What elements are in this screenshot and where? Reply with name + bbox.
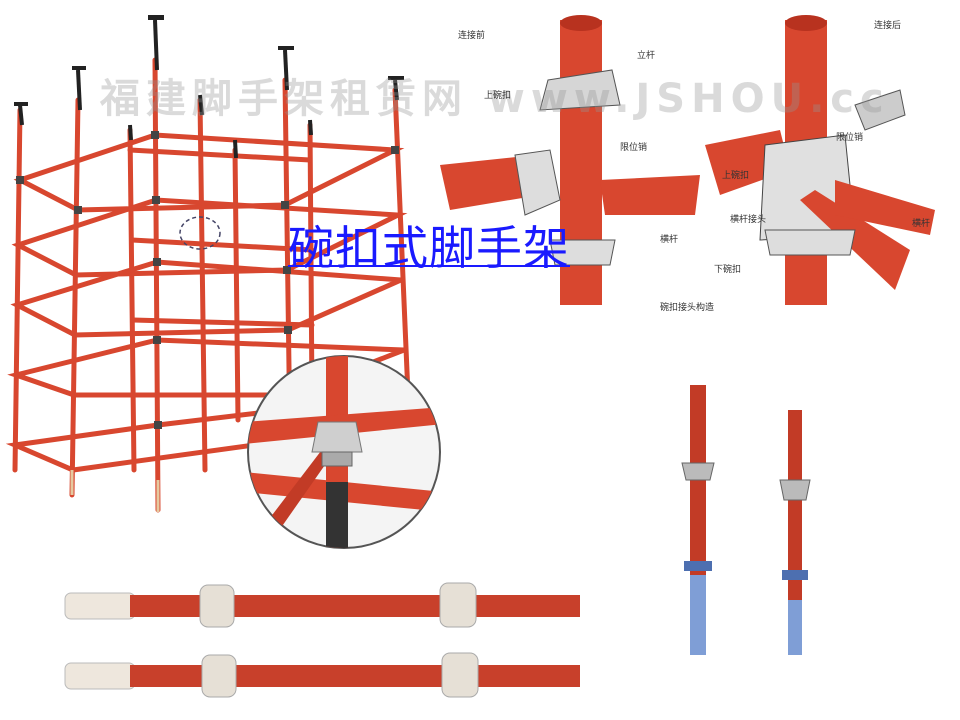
slide-title: 碗扣式脚手架 — [288, 221, 570, 275]
connection-after-diagram — [705, 15, 935, 305]
connection-before-diagram — [440, 15, 700, 305]
label-horizontal-bar: 横杆 — [660, 235, 679, 245]
watermark: 福建脚手架租赁网 www.JSHOU.cc — [100, 76, 890, 122]
label-limit-pin: 限位销 — [620, 143, 648, 153]
label-horizontal-bar-2: 横杆 — [912, 219, 931, 229]
label-upper-bowl: 上碗扣 — [484, 91, 512, 101]
caption-before: 连接前 — [458, 31, 486, 41]
joint-closeup-circle — [247, 355, 441, 549]
caption-joint-structure: 碗扣接头构造 — [660, 303, 715, 313]
label-lower-bowl: 下碗扣 — [714, 265, 742, 275]
label-upper-bowl-2: 上碗扣 — [722, 171, 750, 181]
label-bar-joint: 横杆接头 — [730, 215, 767, 225]
label-limit-pin-2: 限位销 — [836, 133, 864, 143]
vertical-poles-photo — [681, 385, 811, 655]
label-vertical-pole: 立杆 — [637, 51, 656, 61]
caption-after: 连接后 — [874, 21, 902, 31]
horizontal-poles-photo — [64, 582, 580, 698]
